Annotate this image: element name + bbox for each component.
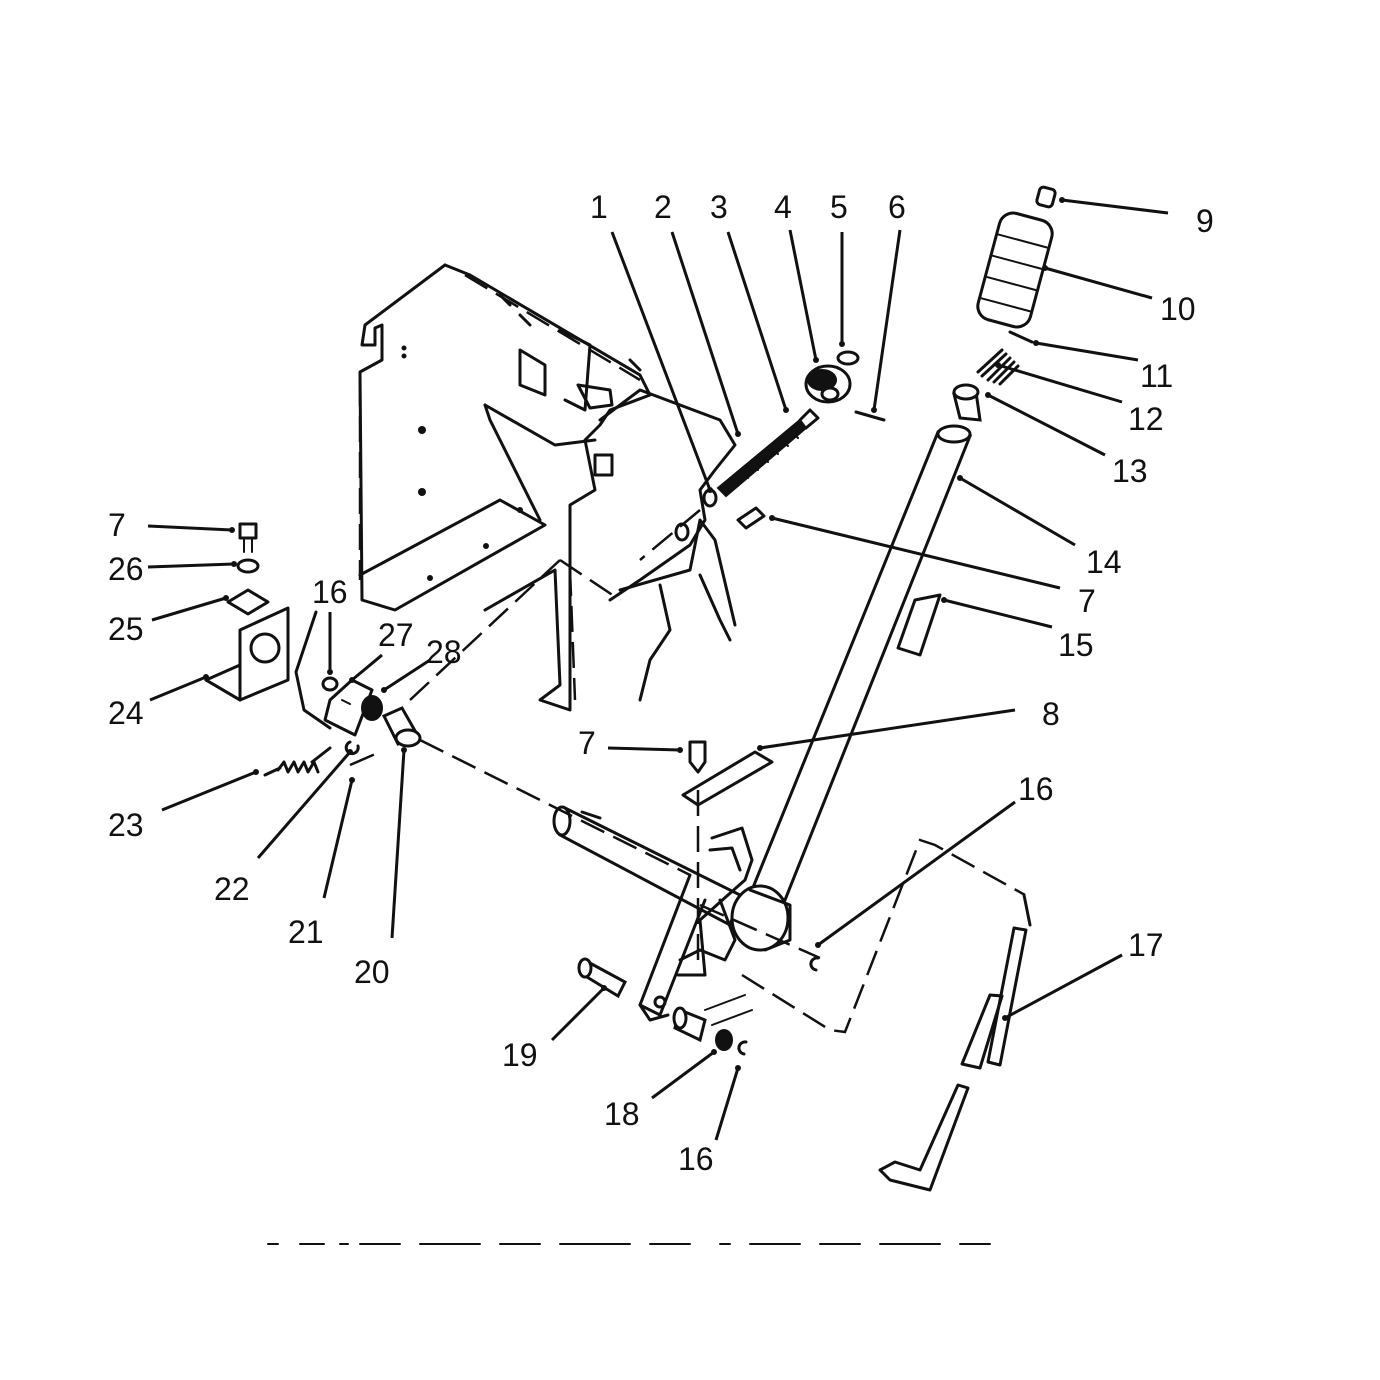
callout-22: 22 bbox=[214, 871, 250, 907]
callout-25: 25 bbox=[108, 611, 144, 647]
callout-13: 13 bbox=[1112, 453, 1148, 489]
lever-tube bbox=[749, 424, 973, 902]
callout-labels: 1 2 3 4 5 6 9 10 11 12 13 14 7 15 8 16 1… bbox=[108, 189, 1214, 1177]
grip-pin bbox=[1008, 330, 1034, 344]
clip-16-lower bbox=[737, 1040, 748, 1056]
angle-bracket bbox=[204, 606, 290, 702]
callout-26: 26 bbox=[108, 551, 144, 587]
callout-28: 28 bbox=[426, 634, 462, 670]
callout-23: 23 bbox=[108, 807, 144, 843]
pin-19 bbox=[577, 957, 627, 999]
sleeve bbox=[896, 593, 942, 657]
bearing-washer bbox=[361, 695, 383, 721]
clip-16-right bbox=[809, 956, 820, 972]
handle-spring bbox=[976, 348, 1020, 386]
callout-19: 19 bbox=[502, 1037, 538, 1073]
bolt-center bbox=[688, 740, 707, 774]
callout-15: 15 bbox=[1058, 627, 1094, 663]
callout-7-center: 7 bbox=[578, 725, 596, 761]
link-rod bbox=[294, 610, 332, 730]
washer-left bbox=[236, 558, 260, 574]
callout-24: 24 bbox=[108, 695, 144, 731]
leader-dots bbox=[203, 197, 1065, 1071]
callout-27: 27 bbox=[378, 617, 414, 653]
tool-outline bbox=[741, 838, 1026, 1034]
leader-lines bbox=[147, 198, 1169, 1141]
callout-20: 20 bbox=[354, 954, 390, 990]
callout-16-left: 16 bbox=[312, 574, 348, 610]
callout-11: 11 bbox=[1140, 358, 1173, 394]
callout-3: 3 bbox=[710, 189, 728, 225]
callout-16-bottom: 16 bbox=[678, 1141, 714, 1177]
handle-bushing bbox=[952, 383, 982, 422]
callout-5: 5 bbox=[830, 189, 848, 225]
spring-23 bbox=[263, 746, 332, 777]
callout-14: 14 bbox=[1086, 544, 1122, 580]
callout-21: 21 bbox=[288, 914, 324, 950]
callout-4: 4 bbox=[774, 189, 792, 225]
clip-16 bbox=[321, 676, 339, 692]
callout-2: 2 bbox=[654, 189, 672, 225]
adjusting-knob bbox=[804, 364, 852, 404]
washer bbox=[836, 350, 860, 366]
washer-18 bbox=[715, 1029, 733, 1051]
bushing-lower bbox=[672, 1006, 707, 1043]
shaft-assembly bbox=[552, 805, 792, 1022]
bolt bbox=[736, 506, 766, 530]
callout-10: 10 bbox=[1160, 291, 1196, 327]
callout-9: 9 bbox=[1196, 203, 1214, 239]
bolt-left bbox=[238, 522, 258, 553]
bushing-20 bbox=[381, 706, 422, 748]
pin bbox=[854, 410, 886, 422]
callout-12: 12 bbox=[1128, 401, 1164, 437]
callout-7-left: 7 bbox=[108, 507, 126, 543]
mount-plate bbox=[681, 750, 774, 807]
callout-7-right: 7 bbox=[1078, 583, 1096, 619]
frame-bracket bbox=[358, 263, 737, 712]
callout-17: 17 bbox=[1128, 927, 1164, 963]
nut-plate bbox=[226, 588, 270, 616]
adjusting-rod bbox=[716, 408, 820, 498]
callout-8: 8 bbox=[1042, 696, 1060, 732]
callout-16-right: 16 bbox=[1018, 771, 1054, 807]
callout-1: 1 bbox=[590, 189, 608, 225]
handle-cap bbox=[1035, 185, 1057, 209]
callout-18: 18 bbox=[604, 1096, 640, 1132]
callout-6: 6 bbox=[888, 189, 906, 225]
tool-17 bbox=[878, 893, 1032, 1192]
handle-grip bbox=[976, 211, 1054, 329]
